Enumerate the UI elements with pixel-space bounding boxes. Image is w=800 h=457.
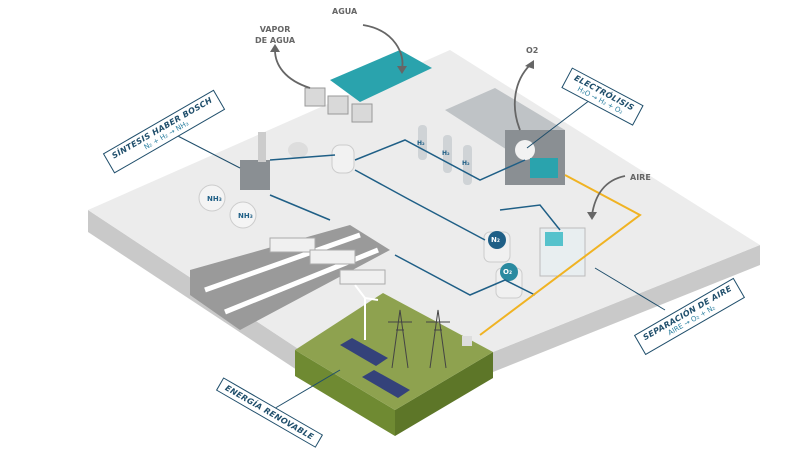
storage-tank [331,144,355,174]
solar-panel [362,370,410,398]
renewable-field-side-right [395,352,493,436]
o2-arrow [513,64,531,131]
cooling-units [304,87,373,123]
arrow-heads [270,44,597,220]
solar-panel [340,338,388,366]
trucks [269,237,386,285]
chimney [258,132,266,162]
renewable-field-side-left [295,350,395,436]
aire-label: AIRE [630,173,651,182]
power-pylons [388,309,450,369]
o2-tag: O₂ [503,268,513,276]
power-line [479,174,642,336]
air-separation-screen [545,232,563,246]
transformer [462,336,472,346]
water-pool [330,50,432,102]
n2-tag: N₂ [491,236,500,244]
o2-tank-badge [500,263,518,281]
agua-label: AGUA [332,7,358,16]
pipes-blue [269,139,561,296]
wind-turbine [354,284,379,340]
nh3-tanks [198,184,257,229]
nh3-tank-tag: NH₃ [207,195,222,203]
h2-tag: H₂ [462,160,470,167]
h2-tag: H₂ [442,150,450,157]
o2-label: O2 [526,46,539,55]
platform-right-wall [493,245,760,372]
agua-arrow [362,24,404,69]
nh3-tank-tag: NH₃ [238,212,253,220]
electrolyzer [515,140,535,160]
flow-arrows [274,24,626,216]
vapor-arrow [274,49,311,89]
aire-arrow [591,175,626,216]
vapor-label: VAPOR DE AGUA [255,25,296,45]
compressor [288,142,308,158]
n2-tank-badge [488,231,506,249]
leader-lines [169,99,666,411]
haber-bosch-reactor [240,160,270,190]
electrolyzer-stack [530,158,558,178]
h2-tag: H₂ [417,140,425,147]
